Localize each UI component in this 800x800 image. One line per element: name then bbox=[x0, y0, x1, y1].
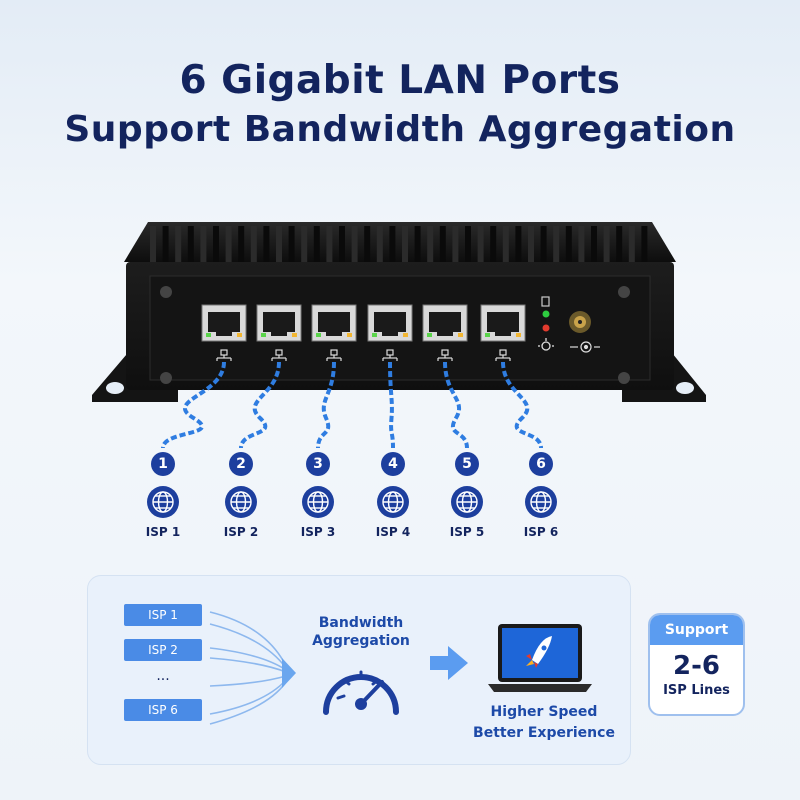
globe-icon bbox=[300, 484, 336, 520]
lan-port-2 bbox=[256, 304, 302, 361]
globe-icon bbox=[523, 484, 559, 520]
network-icon bbox=[382, 349, 398, 361]
support-range: 2-6 bbox=[673, 651, 720, 681]
globe-icon bbox=[145, 484, 181, 520]
network-cable bbox=[388, 361, 395, 449]
lan-port-3 bbox=[311, 304, 357, 361]
support-header: Support bbox=[650, 615, 743, 645]
isp-number-badge: 3 bbox=[306, 452, 330, 476]
lan-port-1 bbox=[201, 304, 247, 361]
aggregation-panel: ISP 1 ISP 2 ... ISP 6 Bandwidth Aggregat… bbox=[87, 575, 631, 765]
hdd-icon bbox=[541, 296, 550, 307]
power-icon bbox=[538, 338, 554, 351]
isp-label: ISP 6 bbox=[523, 525, 559, 539]
led-green-icon bbox=[542, 310, 550, 318]
isp-label: ISP 2 bbox=[223, 525, 259, 539]
arrow-right-icon bbox=[282, 658, 296, 688]
led-red-icon bbox=[542, 324, 550, 332]
headline-line-2: Support Bandwidth Aggregation bbox=[64, 109, 736, 150]
support-unit: ISP Lines bbox=[663, 683, 730, 698]
isp-label: ISP 1 bbox=[145, 525, 181, 539]
globe-icon bbox=[449, 484, 485, 520]
isp-number-badge: 2 bbox=[229, 452, 253, 476]
network-cable bbox=[443, 361, 469, 449]
input-isp-box: ISP 2 bbox=[124, 639, 202, 661]
screw-icon bbox=[618, 372, 630, 384]
screw-icon bbox=[618, 286, 630, 298]
merge-arrows bbox=[209, 611, 296, 725]
speedometer-icon bbox=[323, 670, 399, 715]
network-cable bbox=[239, 361, 281, 449]
isp-number-badge: 4 bbox=[381, 452, 405, 476]
input-isp-box: ISP 6 bbox=[124, 699, 202, 721]
heatsink-top bbox=[124, 222, 676, 262]
screw-icon bbox=[160, 286, 172, 298]
dc-in-icon bbox=[570, 341, 600, 353]
headline-line-1: 6 Gigabit LAN Ports bbox=[179, 58, 621, 103]
network-cable bbox=[161, 361, 226, 449]
isp-label: ISP 4 bbox=[375, 525, 411, 539]
network-icon bbox=[326, 349, 342, 361]
input-ellipsis: ... bbox=[156, 668, 170, 684]
isp-label: ISP 5 bbox=[449, 525, 485, 539]
screw-icon bbox=[160, 372, 172, 384]
network-icon bbox=[271, 349, 287, 361]
heatsink-fins bbox=[150, 226, 648, 264]
support-badge: Support 2-6 ISP Lines bbox=[648, 613, 745, 716]
lan-port-4 bbox=[367, 304, 413, 361]
arrow-right-icon bbox=[430, 646, 468, 680]
laptop-icon bbox=[488, 624, 592, 692]
lan-port-6 bbox=[480, 304, 526, 361]
globe-icon bbox=[223, 484, 259, 520]
network-icon bbox=[216, 349, 232, 361]
network-icon bbox=[437, 349, 453, 361]
isp-number-badge: 1 bbox=[151, 452, 175, 476]
input-isp-box: ISP 1 bbox=[124, 604, 202, 626]
globe-icon bbox=[375, 484, 411, 520]
network-cable bbox=[316, 361, 336, 449]
result-label: Higher Speed Better Experience bbox=[473, 704, 615, 741]
rocket-icon bbox=[526, 636, 552, 668]
mount-hole-left bbox=[106, 382, 124, 394]
mini-pc-device bbox=[92, 222, 706, 449]
aggregation-label: Bandwidth Aggregation bbox=[312, 615, 410, 649]
isp-label: ISP 3 bbox=[300, 525, 336, 539]
network-cable bbox=[501, 361, 543, 449]
isp-number-badge: 5 bbox=[455, 452, 479, 476]
network-icon bbox=[495, 349, 511, 361]
isp-number-badge: 6 bbox=[529, 452, 553, 476]
lan-port-5 bbox=[422, 304, 468, 361]
mount-hole-right bbox=[676, 382, 694, 394]
